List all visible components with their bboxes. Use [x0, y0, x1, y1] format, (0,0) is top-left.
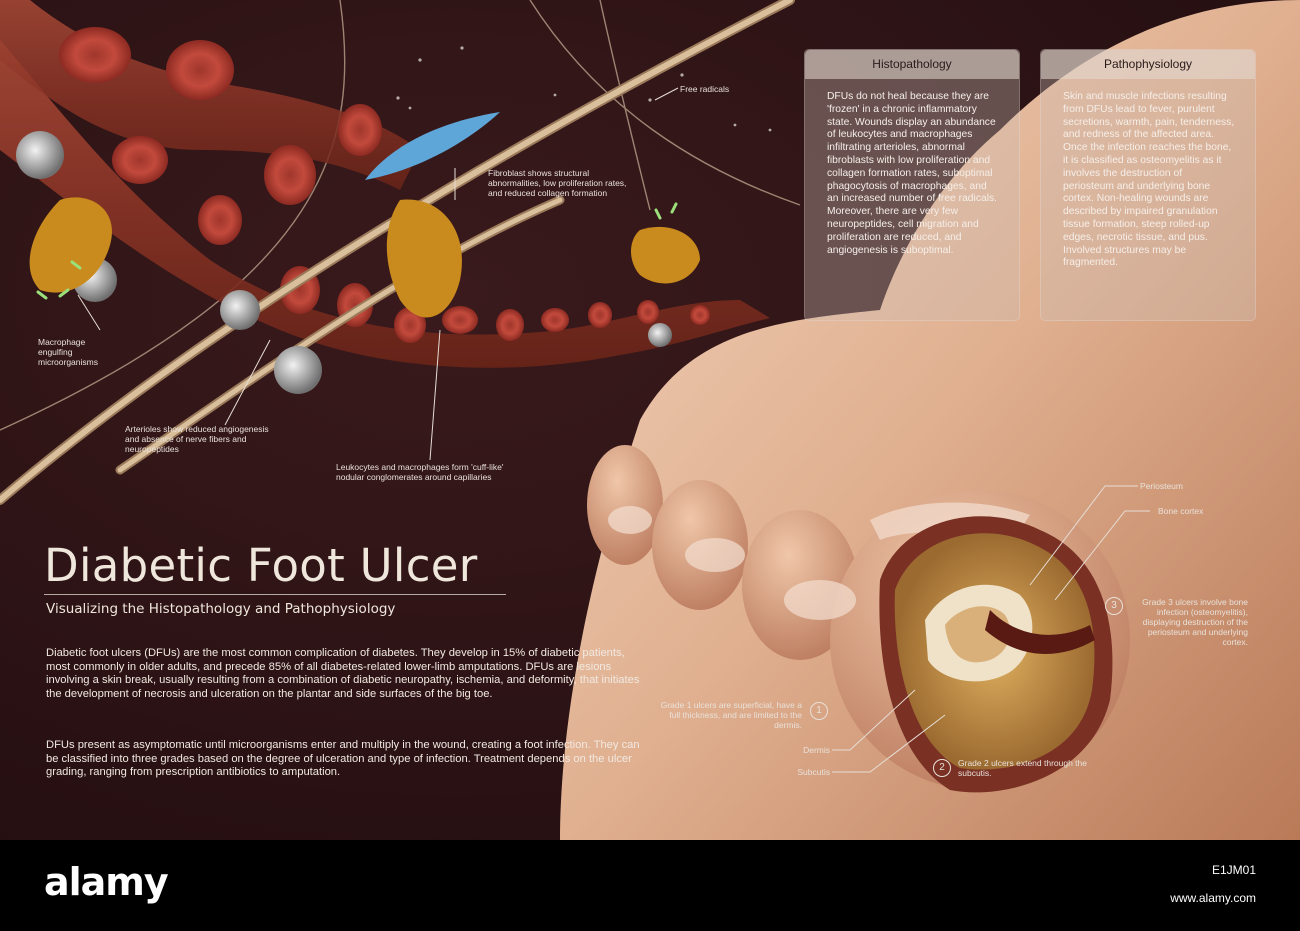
- watermark-image-id: E1JM01: [1211, 863, 1256, 877]
- label-subcutis: Subcutis: [797, 767, 830, 777]
- title-divider: [44, 594, 506, 595]
- leader-lines: [77, 87, 1150, 773]
- pathophysiology-heading: Pathophysiology: [1041, 50, 1255, 79]
- arteriole: [0, 40, 770, 368]
- nerve-fibers: [0, 0, 795, 505]
- grade-3-text: Grade 3 ulcers involve bone infection (o…: [1142, 597, 1248, 647]
- intro-paragraph-1: Diabetic foot ulcers (DFUs) are the most…: [46, 647, 640, 700]
- grade-3-number: 3: [1105, 597, 1123, 615]
- microorganisms: [36, 202, 678, 300]
- toe-cross-section: [879, 516, 1113, 793]
- histopathology-heading: Histopathology: [805, 50, 1019, 79]
- page-title: Diabetic Foot Ulcer: [44, 539, 478, 592]
- label-fibroblast: Fibroblast shows structural abnormalitie…: [488, 168, 627, 198]
- watermark-bar: [0, 840, 1300, 931]
- grade-1-number: 1: [810, 702, 828, 720]
- watermark-site: www.alamy.com: [1170, 891, 1256, 905]
- watermark-logo: alamy: [44, 860, 169, 904]
- histopathology-panel: Histopathology DFUs do not heal because …: [804, 49, 1020, 321]
- infographic: Histopathology DFUs do not heal because …: [0, 0, 1300, 840]
- fibroblast: [365, 112, 500, 180]
- illustration: [0, 0, 1300, 840]
- label-macrophage: Macrophage engulfing microorganisms: [38, 337, 98, 367]
- macrophages: [29, 197, 700, 318]
- label-leukocytes: Leukocytes and macrophages form 'cuff-li…: [336, 462, 504, 482]
- label-free-radicals: Free radicals: [680, 84, 730, 94]
- red-blood-cells: [59, 27, 710, 343]
- pathophysiology-body: Skin and muscle infections resulting fro…: [1063, 91, 1235, 269]
- label-dermis: Dermis: [803, 745, 830, 755]
- intro-paragraph-2: DFUs present as asymptomatic until micro…: [46, 739, 640, 779]
- label-arterioles: Arterioles show reduced angiogenesis and…: [125, 424, 269, 454]
- label-bone-cortex: Bone cortex: [1158, 506, 1204, 516]
- pathophysiology-panel: Pathophysiology Skin and muscle infectio…: [1040, 49, 1256, 321]
- grade-1-text: Grade 1 ulcers are superficial, have a f…: [660, 700, 802, 730]
- grade-2-number: 2: [933, 759, 951, 777]
- label-periosteum: Periosteum: [1140, 481, 1183, 491]
- page-subtitle: Visualizing the Histopathology and Patho…: [46, 601, 396, 617]
- grade-2-text: Grade 2 ulcers extend through the subcut…: [958, 758, 1087, 778]
- histopathology-body: DFUs do not heal because they are 'froze…: [827, 91, 997, 256]
